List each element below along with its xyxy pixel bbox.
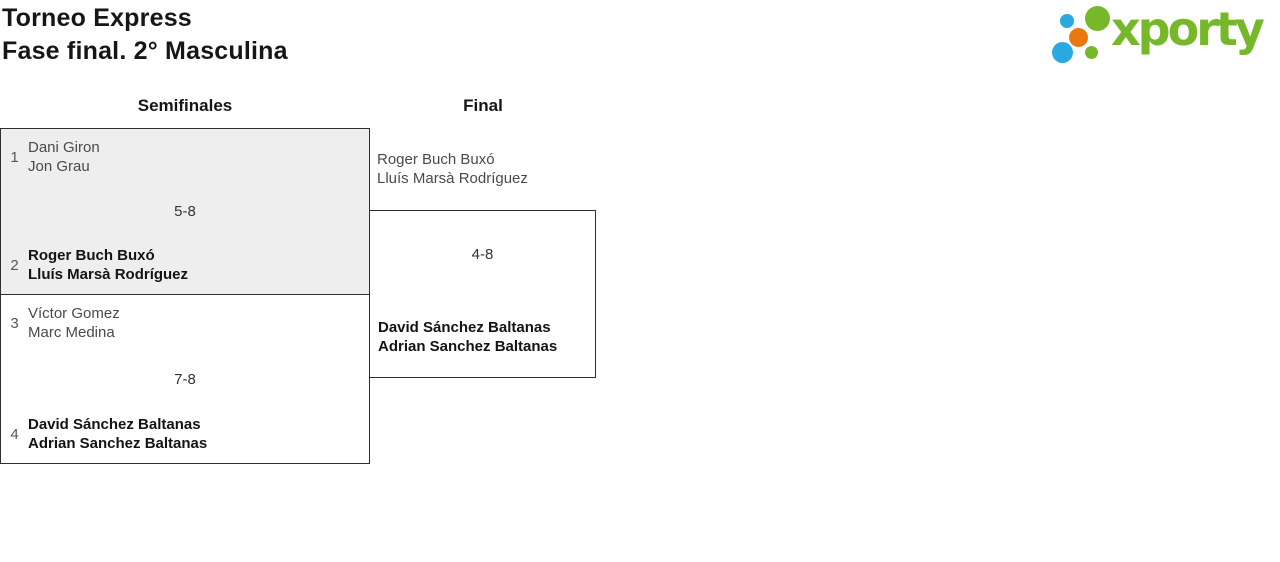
player-name: Roger Buch Buxó: [377, 151, 495, 168]
page-title: Torneo Express: [2, 4, 192, 32]
match-score: 5-8: [174, 203, 196, 220]
seed-number: 1: [10, 148, 19, 166]
match-score: 4-8: [471, 246, 494, 263]
player-name: David Sánchez Baltanas: [378, 319, 551, 336]
page-header: Torneo Express Fase final. 2° Masculina: [2, 2, 288, 68]
player-name: Víctor Gomez: [28, 305, 120, 322]
player-name: Lluís Marsà Rodríguez: [377, 170, 528, 187]
team-row: 4 David Sánchez Baltanas Adrian Sanchez …: [1, 406, 369, 463]
seed-number: 2: [10, 256, 19, 274]
player-name: Dani Giron: [28, 139, 100, 156]
logo-dot-blue-small-icon: [1060, 14, 1074, 28]
team-names-winner: Roger Buch Buxó Lluís Marsà Rodríguez: [28, 246, 188, 284]
round-header-semifinales: Semifinales: [137, 96, 233, 115]
player-name: David Sánchez Baltanas: [28, 416, 201, 433]
player-name: Marc Medina: [28, 324, 115, 341]
player-name: Roger Buch Buxó: [28, 247, 155, 264]
seed-number: 4: [10, 425, 19, 443]
page-subtitle: Fase final. 2° Masculina: [2, 37, 288, 65]
team-names: Dani Giron Jon Grau: [28, 138, 100, 176]
team-row: 3 Víctor Gomez Marc Medina: [1, 295, 369, 352]
final-team-top: Roger Buch Buxó Lluís Marsà Rodríguez: [377, 150, 528, 188]
logo-dot-green-large-icon: [1085, 6, 1110, 31]
logo-dot-green-small-icon: [1085, 46, 1098, 59]
player-name: Jon Grau: [28, 158, 90, 175]
player-name: Adrian Sanchez Baltanas: [28, 435, 208, 452]
team-names: Víctor Gomez Marc Medina: [28, 304, 120, 342]
player-name: Adrian Sanchez Baltanas: [378, 338, 558, 355]
logo-dot-blue-large-icon: [1052, 42, 1073, 63]
xporty-logo[interactable]: xporty: [1048, 0, 1280, 70]
team-names-winner: David Sánchez Baltanas Adrian Sanchez Ba…: [378, 318, 557, 356]
seed-number: 3: [10, 314, 19, 332]
match-card-semifinal-1[interactable]: 1 Dani Giron Jon Grau 5-8 2 Roger Buch B…: [0, 128, 370, 295]
match-card-final[interactable]: 4-8 David Sánchez Baltanas Adrian Sanche…: [369, 210, 596, 378]
match-score: 7-8: [174, 370, 196, 388]
player-name: Lluís Marsà Rodríguez: [28, 266, 189, 283]
team-row: 2 Roger Buch Buxó Lluís Marsà Rodríguez: [1, 237, 369, 294]
team-names-winner: David Sánchez Baltanas Adrian Sanchez Ba…: [28, 415, 207, 453]
round-header-final: Final: [463, 96, 503, 115]
logo-dot-orange-icon: [1069, 28, 1088, 47]
match-card-semifinal-2[interactable]: 3 Víctor Gomez Marc Medina 7-8 4 David S…: [0, 294, 370, 464]
logo-wordmark: xporty: [1111, 2, 1265, 56]
team-row: 1 Dani Giron Jon Grau: [1, 129, 369, 186]
